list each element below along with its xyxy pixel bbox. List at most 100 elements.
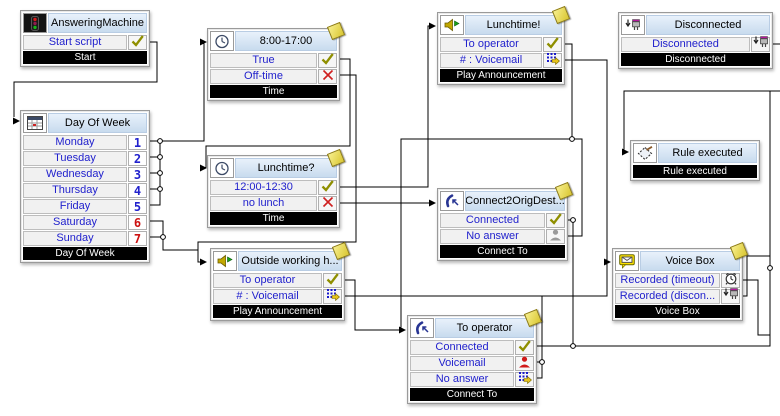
- connector[interactable]: [568, 138, 583, 237]
- row-announce-outside-hours-0[interactable]: To operator: [213, 272, 342, 288]
- connector[interactable]: [565, 43, 573, 139]
- output-port-number[interactable]: 2: [128, 151, 147, 166]
- row-connect2origdest-1[interactable]: No answer: [440, 229, 565, 244]
- block-title-bar[interactable]: Voice Box: [615, 251, 740, 271]
- connector[interactable]: [345, 279, 401, 331]
- row-announce-lunchtime-1[interactable]: # : Voicemail: [440, 52, 562, 70]
- connector[interactable]: [743, 279, 770, 336]
- output-port[interactable]: [128, 34, 147, 50]
- row-voice-box-1[interactable]: Recorded (discon...: [615, 287, 740, 306]
- connector[interactable]: [197, 74, 357, 250]
- cross-icon: [322, 68, 334, 86]
- output-port-number[interactable]: 5: [128, 199, 147, 214]
- output-port[interactable]: [318, 52, 337, 70]
- output-port[interactable]: [543, 52, 562, 70]
- output-port[interactable]: [515, 356, 534, 371]
- row-connect-to-operator-1[interactable]: Voicemail: [410, 356, 534, 371]
- block-title-bar[interactable]: Rule executed: [633, 143, 757, 163]
- connector[interactable]: [340, 25, 430, 188]
- block-title-bar[interactable]: Day Of Week: [23, 113, 147, 133]
- output-port[interactable]: [546, 229, 565, 244]
- row-answering-machine-0[interactable]: Start script: [23, 34, 147, 50]
- row-connect-to-operator-0[interactable]: Connected: [410, 339, 534, 355]
- row-time-working-hours-1[interactable]: Off-time: [210, 69, 337, 84]
- output-port[interactable]: [721, 272, 740, 288]
- output-port-number[interactable]: 3: [128, 167, 147, 182]
- junction-dot: [539, 359, 545, 365]
- connector[interactable]: [13, 41, 158, 117]
- output-port-number[interactable]: 7: [128, 231, 147, 246]
- block-title-bar[interactable]: AnsweringMachine: [23, 13, 147, 33]
- block-footer-label: Rule executed: [633, 165, 757, 178]
- block-title-bar[interactable]: 8:00-17:00: [210, 31, 337, 51]
- output-port[interactable]: [546, 212, 565, 228]
- output-port-number[interactable]: 1: [128, 135, 147, 150]
- connector[interactable]: [150, 220, 200, 263]
- row-label: Thursday: [23, 183, 127, 198]
- block-title-bar[interactable]: Outside working h...: [213, 251, 342, 271]
- row-voice-box-0[interactable]: Recorded (timeout): [615, 272, 740, 288]
- check-icon: [321, 52, 334, 70]
- row-time-lunchtime-0[interactable]: 12:00-12:30: [210, 179, 337, 195]
- junction-dot: [569, 136, 575, 142]
- connector[interactable]: [565, 59, 608, 262]
- output-port[interactable]: [543, 36, 562, 52]
- connector[interactable]: [743, 255, 770, 297]
- output-port[interactable]: [318, 179, 337, 195]
- row-announce-lunchtime-0[interactable]: To operator: [440, 36, 562, 52]
- block-title-bar[interactable]: Disconnected: [621, 15, 770, 35]
- output-port-number[interactable]: 6: [128, 215, 147, 230]
- connector[interactable]: [150, 140, 160, 190]
- keypad-icon: [546, 52, 560, 70]
- block-title-bar[interactable]: Lunchtime?: [210, 158, 337, 178]
- person-red-icon: [518, 355, 531, 373]
- block-title-label: Voice Box: [640, 251, 740, 271]
- output-port[interactable]: [721, 287, 740, 306]
- block-title-bar[interactable]: To operator: [410, 318, 534, 338]
- junction-dot: [767, 265, 773, 271]
- plug-icon: [723, 287, 739, 306]
- block-title-bar[interactable]: Connect2OrigDest...: [440, 191, 565, 211]
- connector[interactable]: [150, 41, 205, 206]
- row-disconnected-0[interactable]: Disconnected: [621, 36, 770, 52]
- connector[interactable]: [345, 261, 608, 297]
- junction-dot: [160, 234, 166, 240]
- output-port[interactable]: [323, 272, 342, 288]
- clock-icon: [210, 31, 234, 51]
- row-connect2origdest-0[interactable]: Connected: [440, 212, 565, 228]
- connector[interactable]: [568, 219, 574, 346]
- output-port[interactable]: [515, 371, 534, 387]
- output-port[interactable]: [515, 339, 534, 355]
- output-port[interactable]: [318, 196, 337, 211]
- block-title-bar[interactable]: Lunchtime!: [440, 15, 562, 35]
- row-time-lunchtime-1[interactable]: no lunch: [210, 196, 337, 211]
- row-time-working-hours-0[interactable]: True: [210, 52, 337, 70]
- block-announce-outside-hours[interactable]: Outside working h...To operator# : Voice…: [210, 241, 351, 321]
- row-announce-outside-hours-1[interactable]: # : Voicemail: [213, 288, 342, 304]
- phone-icon: [440, 191, 464, 211]
- row-connect-to-operator-2[interactable]: No answer: [410, 371, 534, 387]
- connector[interactable]: [537, 296, 543, 379]
- output-port[interactable]: [318, 69, 337, 84]
- output-port[interactable]: [751, 36, 770, 52]
- output-port-number[interactable]: 4: [128, 183, 147, 198]
- row-label: # : Voicemail: [213, 289, 322, 304]
- output-port[interactable]: [323, 288, 342, 304]
